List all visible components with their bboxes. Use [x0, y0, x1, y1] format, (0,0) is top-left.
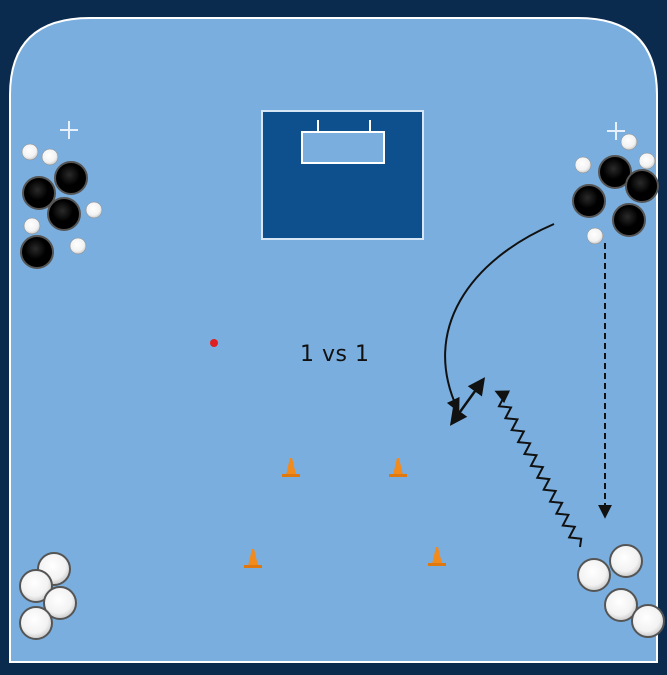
white-player — [604, 588, 638, 622]
white-player — [19, 569, 53, 603]
cone-icon — [282, 458, 300, 477]
cone-icon — [244, 549, 262, 568]
goal-icon — [301, 120, 385, 164]
curved-run-arrow — [444, 223, 555, 413]
ball-icon — [586, 227, 604, 245]
ball-icon — [85, 201, 103, 219]
white-player — [577, 558, 611, 592]
white-player — [609, 544, 643, 578]
wavy-skate-arrow — [494, 390, 583, 548]
drill-label: 1 vs 1 — [300, 342, 370, 367]
black-player — [612, 203, 646, 237]
red-ball — [210, 339, 218, 347]
cone-icon — [428, 547, 446, 566]
black-player — [54, 161, 88, 195]
ball-icon — [620, 133, 638, 151]
plus-marker-icon — [607, 122, 625, 140]
black-player-group-top-right — [572, 133, 659, 245]
black-player — [20, 235, 54, 269]
ball-icon — [41, 148, 59, 166]
black-player-group-top-left — [20, 143, 103, 269]
black-player — [625, 169, 659, 203]
ball-icon — [23, 217, 41, 235]
ball-icon — [21, 143, 39, 161]
black-player — [22, 176, 56, 210]
field — [9, 17, 658, 663]
ball-icon — [574, 156, 592, 174]
black-player — [598, 155, 632, 189]
white-player — [19, 606, 53, 640]
white-player — [43, 586, 77, 620]
white-player-group-bottom-right — [577, 544, 665, 638]
white-player — [631, 604, 665, 638]
goal-area — [261, 110, 424, 240]
cone-icon — [389, 458, 407, 477]
plus-marker-icon — [60, 121, 78, 139]
black-player — [572, 184, 606, 218]
ball-icon — [638, 152, 656, 170]
white-player-group-bottom-left — [19, 552, 77, 640]
double-pass-arrow — [449, 377, 486, 426]
black-player — [47, 197, 81, 231]
ball-icon — [69, 237, 87, 255]
